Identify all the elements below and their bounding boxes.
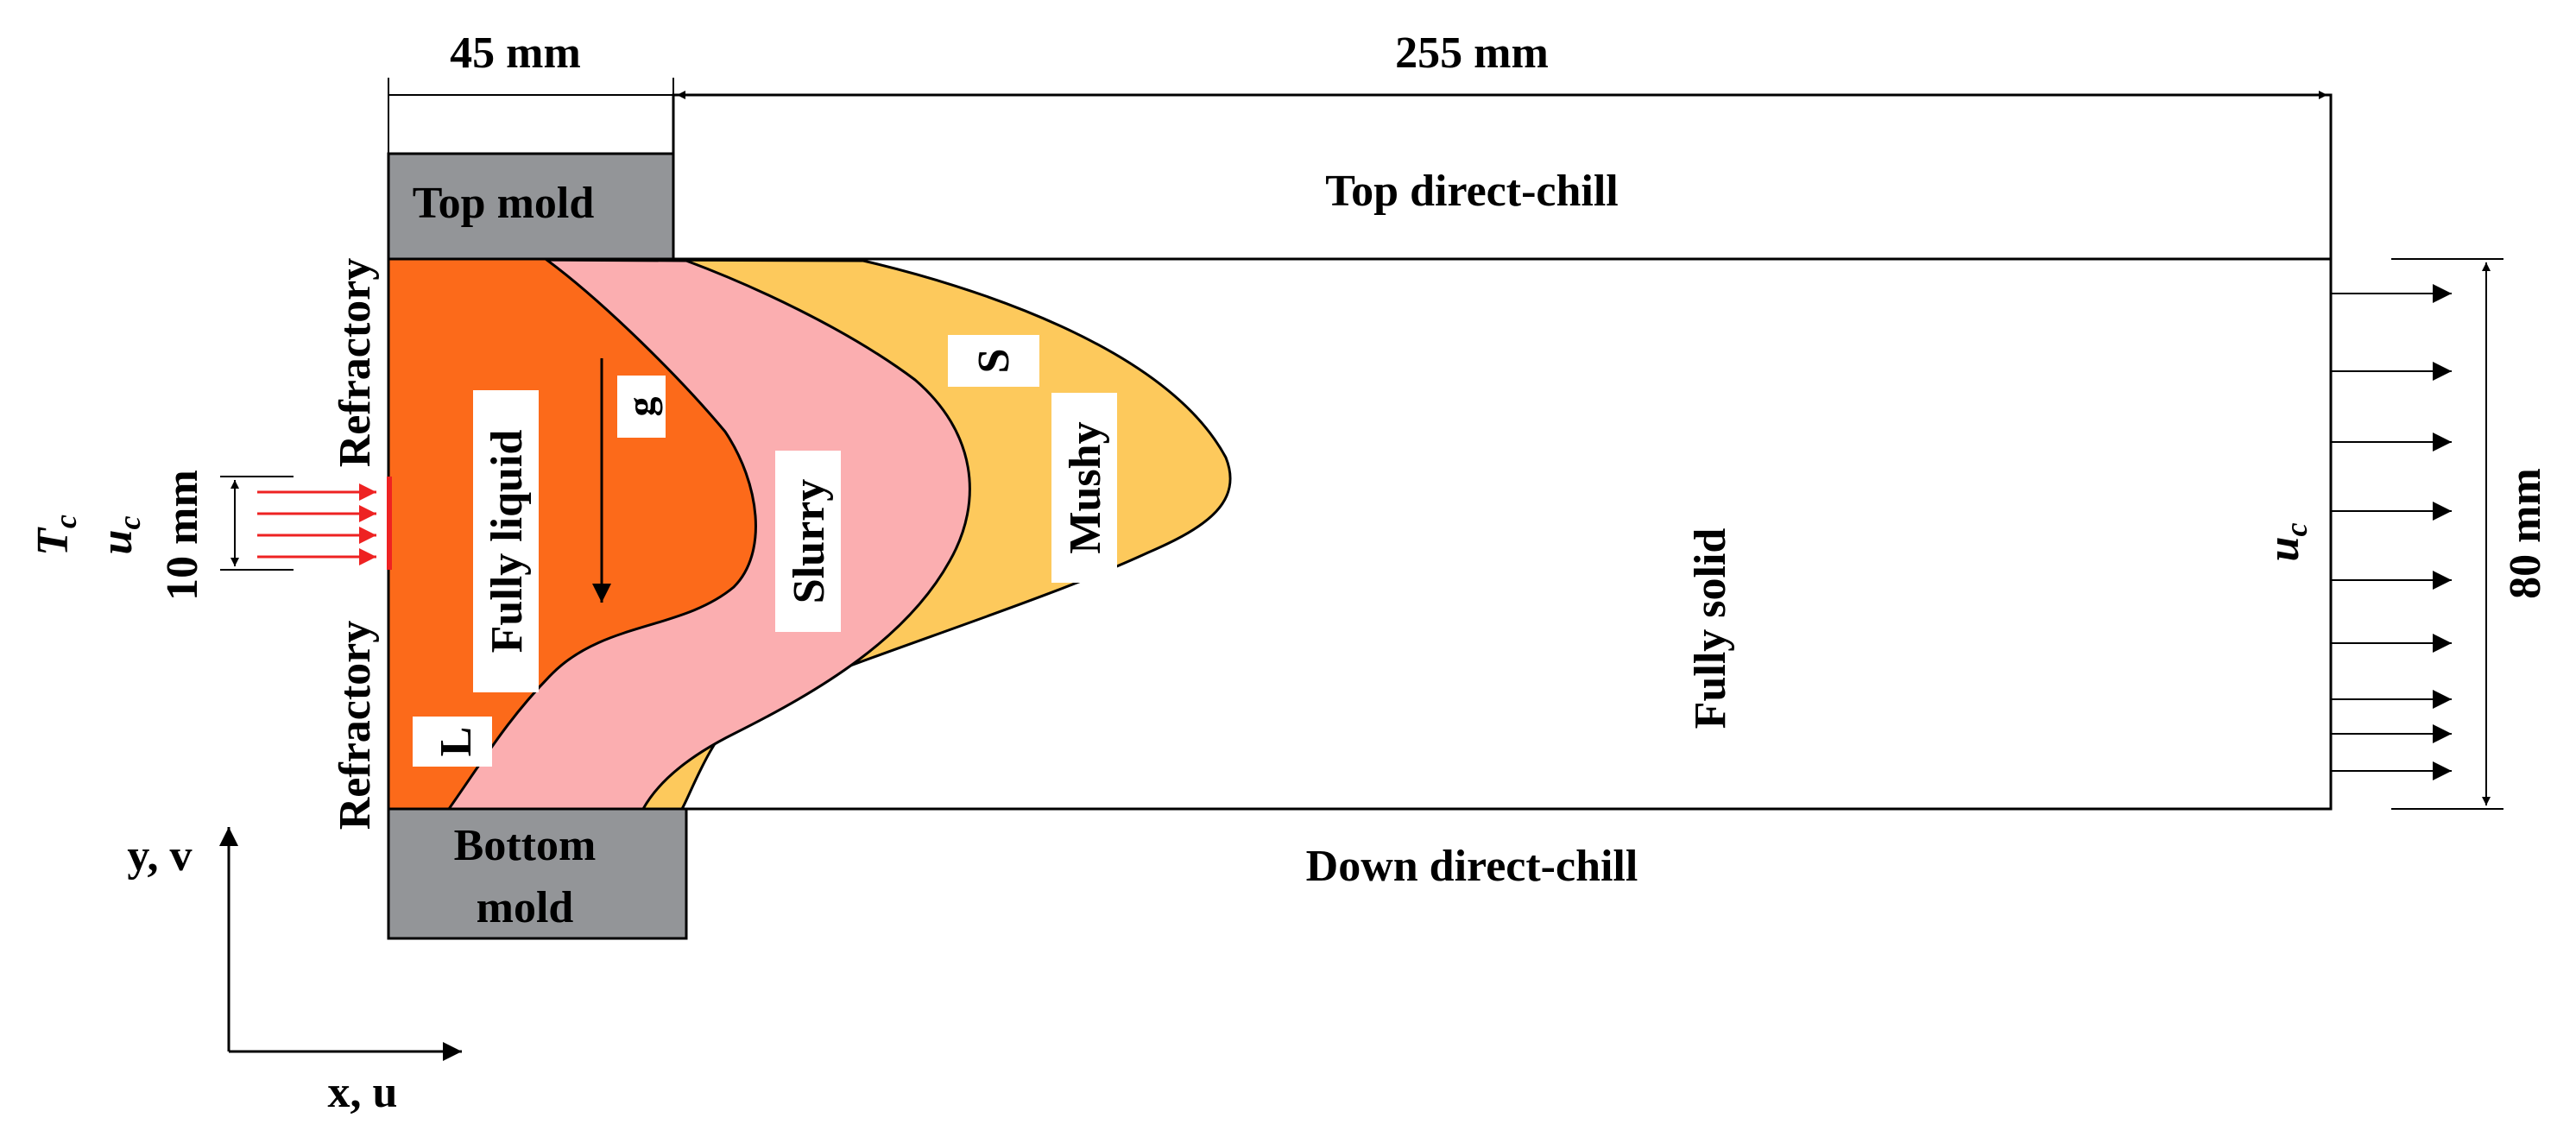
- refractory-upper-label: Refractory: [331, 258, 380, 468]
- slurry-label-box: [775, 451, 841, 632]
- mushy-label-box: [1051, 393, 1117, 583]
- inlet-velocity-label: uc: [92, 516, 147, 555]
- solidus-label: S: [969, 349, 1019, 374]
- refractory-lower-label: Refractory: [331, 621, 380, 830]
- strand-length-label: 255 mm: [1395, 28, 1549, 78]
- top-mold: [387, 152, 675, 261]
- bottom-mold-label-line2: mold: [477, 883, 574, 932]
- inlet-flow-arrows: [257, 483, 376, 565]
- x-axis-label: x, u: [328, 1068, 398, 1117]
- outlet-flow-arrows: [2331, 284, 2452, 780]
- gravity-label-box: [617, 376, 666, 438]
- liquidus-label: L: [432, 727, 481, 757]
- fully-solid-label: Fully solid: [1686, 528, 1735, 729]
- outlet-velocity-label: uc: [2259, 523, 2314, 562]
- bottom-mold-label-line1: Bottom: [454, 821, 597, 870]
- inlet-width-label: 10 mm: [158, 470, 207, 601]
- mushy-label: Mushy: [1061, 421, 1110, 553]
- thickness-label: 80 mm: [2501, 468, 2550, 599]
- gravity-label: g: [619, 397, 663, 417]
- top-mold-label: Top mold: [413, 179, 595, 228]
- slurry-label: Slurry: [785, 479, 834, 603]
- y-axis-label: y, v: [127, 831, 192, 881]
- top-direct-chill-label: Top direct-chill: [1325, 167, 1618, 216]
- inlet-temperature-label: Tc: [28, 515, 83, 556]
- bottom-mold: [387, 807, 688, 940]
- down-direct-chill-label: Down direct-chill: [1306, 842, 1638, 891]
- solidus-label-box: [948, 335, 1039, 387]
- fully-liquid-label-box: [473, 390, 539, 692]
- mold-width-label: 45 mm: [450, 28, 581, 78]
- liquidus-label-box: [413, 717, 492, 767]
- fully-liquid-label: Fully liquid: [483, 430, 532, 654]
